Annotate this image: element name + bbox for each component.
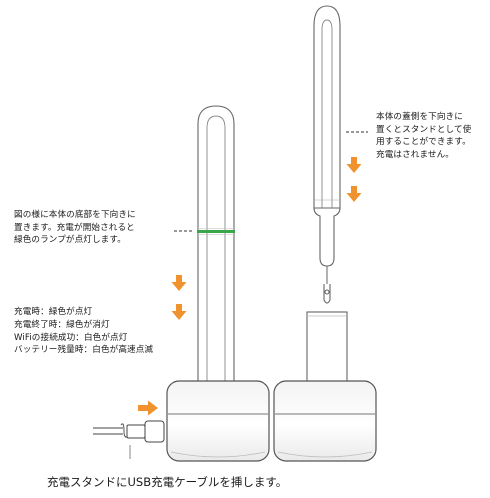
led-status-list: 充電時：緑色が点灯 充電終了時：緑色が消灯 WiFiの接続成功：白色が点灯 バッ…: [14, 306, 153, 357]
text-line: 置くとスタンドとして使: [376, 124, 472, 135]
stand-mode-note: 本体の蓋側を下向きに 置くとスタンドとして使 用することができます。 充電はされ…: [376, 111, 471, 161]
left-wand-inner-loop: [206, 115, 226, 383]
right-stand-column: [306, 311, 348, 384]
usb-cable: [93, 420, 165, 459]
right-wand-inner-loop: [321, 19, 333, 208]
status-line: 充電時：緑色が点灯: [14, 307, 93, 317]
left-wand: [197, 105, 235, 384]
figure-caption: 充電スタンドにUSB充電ケーブルを挿します。: [47, 475, 288, 489]
right-arrow-icon: [138, 400, 158, 416]
right-wand: [313, 5, 341, 304]
right-charging-stand: [273, 380, 377, 462]
left-charging-stand: [166, 380, 270, 462]
text-line: 充電はされません。: [376, 149, 454, 160]
status-line: バッテリー残量時：白色が高速点滅: [14, 345, 154, 356]
status-line: WiFiの接続成功：白色が点灯: [14, 332, 128, 343]
text-line: 置きます。充電が開始されると: [14, 222, 135, 233]
text-line: 図の様に本体の底部を下向きに: [14, 210, 136, 220]
status-line: 充電終了時：緑色が消灯: [14, 319, 110, 330]
text-line: 本体の蓋側を下向きに: [376, 112, 463, 122]
charging-instructions: 図の様に本体の底部を下向きに 置きます。充電が開始されると 緑色のランプが点灯し…: [14, 209, 136, 247]
text-line: 用することができます。: [376, 137, 471, 147]
down-arrow-icon: [171, 157, 362, 320]
led-ring: [197, 230, 235, 233]
text-line: 緑色のランプが点灯します。: [14, 235, 126, 245]
